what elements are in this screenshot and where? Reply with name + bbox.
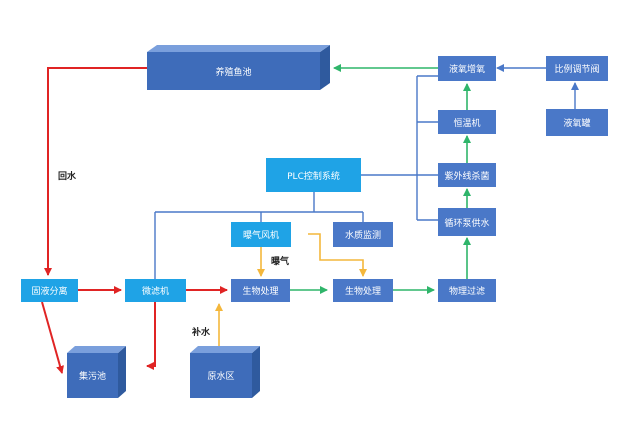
physical-filter-box: 物理过滤 (438, 279, 496, 302)
aeration-blower-box: 曝气风机 (231, 222, 291, 247)
oxygenation-box: 液氧增氧 (438, 56, 496, 81)
plc-control-box: PLC控制系统 (266, 158, 361, 192)
return-water-label: 回水 (58, 172, 77, 182)
uv-sterilizer-box: 紫外线杀菌 (438, 163, 496, 187)
sewage-tank-box: 集污池 (67, 353, 118, 398)
sewage-tank-top-face (67, 346, 126, 353)
raw-water-side-face (252, 346, 260, 398)
aeration-lines (215, 233, 367, 346)
solid-liquid-separation-box: 固液分离 (21, 279, 78, 302)
liquid-oxygen-tank-box: 液氧罐 (546, 109, 608, 136)
return-flow-lines (41, 67, 228, 374)
microfilter-box: 微滤机 (125, 279, 186, 302)
control-lines (154, 64, 579, 280)
sewage-tank-side-face (118, 346, 126, 398)
water-quality-monitor-box: 水质监测 (333, 222, 393, 247)
bio-treatment-2-box: 生物处理 (333, 279, 393, 302)
fish-pond-side-face (320, 45, 330, 90)
make-up-water-label: 补水 (192, 328, 211, 338)
aeration-label: 曝气 (271, 257, 290, 267)
fish-pond-box: 养殖鱼池 (147, 52, 320, 90)
circulation-pump-box: 循环泵供水 (438, 208, 496, 236)
proportional-valve-box: 比例调节阀 (546, 56, 608, 81)
bio-treatment-1-box: 生物处理 (231, 279, 290, 302)
raw-water-area-box: 原水区 (190, 353, 252, 398)
raw-water-top-face (190, 346, 260, 353)
thermostat-box: 恒温机 (438, 110, 496, 134)
treatment-flow-lines (290, 64, 471, 294)
fish-pond-top-face (147, 45, 330, 52)
